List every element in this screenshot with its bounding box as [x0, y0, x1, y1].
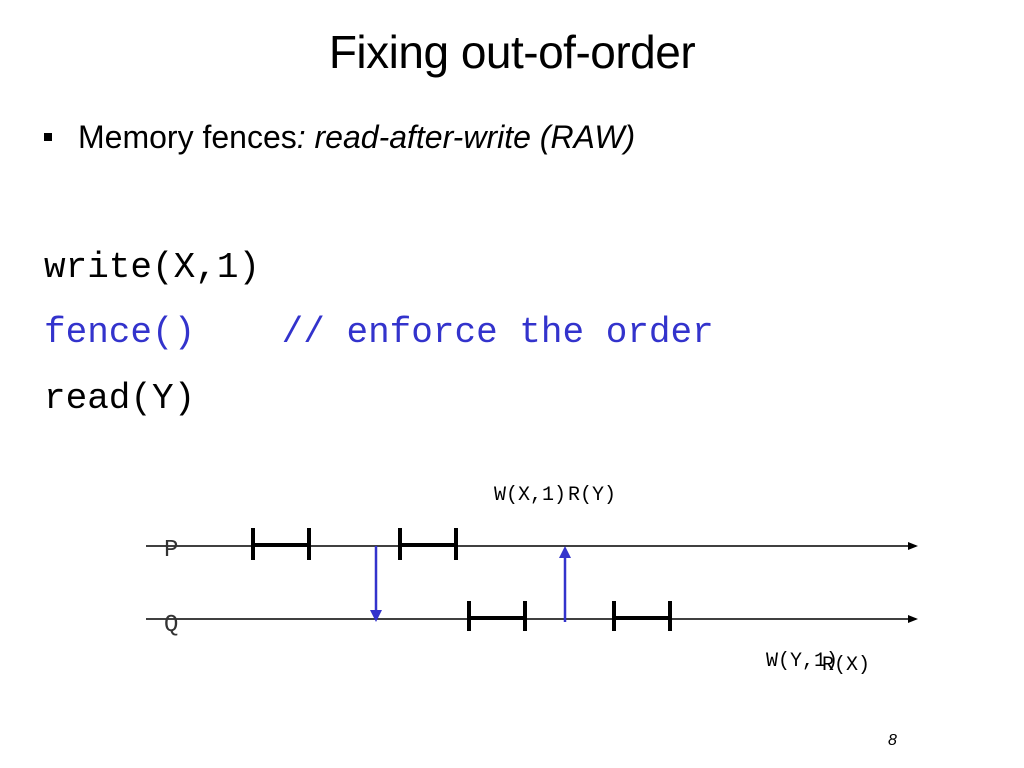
code-line-fence: fence() // enforce the order: [44, 308, 714, 358]
label-q-read: R(X): [822, 654, 870, 677]
lane-label-q: Q: [164, 612, 178, 639]
label-q-write: W(Y,1): [766, 650, 838, 673]
code-fence-comment: // enforce the order: [281, 312, 714, 353]
blue-arrow-up: [559, 546, 571, 622]
label-p-write: W(X,1): [494, 484, 566, 507]
code-fence-call: fence(): [44, 312, 196, 353]
p-op-read-interval: [398, 528, 458, 560]
code-line-write: write(X,1): [44, 247, 261, 288]
blue-arrow-down: [370, 546, 382, 622]
timeline-p-arrowhead-icon: [908, 542, 918, 550]
lane-label-p: P: [164, 537, 178, 564]
q-op-write-interval: [467, 601, 527, 631]
label-p-read: R(Y): [568, 484, 616, 507]
square-bullet-icon: [44, 132, 52, 141]
q-op-read-interval: [612, 601, 672, 631]
page-number: 8: [888, 732, 897, 749]
p-op-write-interval: [251, 528, 311, 560]
bullet-italic-text: : read-after-write (RAW): [296, 119, 636, 155]
bullet-memory-fences: Memory fences: read-after-write (RAW): [44, 112, 635, 162]
timeline-q-arrowhead-icon: [908, 615, 918, 623]
code-line-read: read(Y): [44, 378, 196, 419]
bullet-text: Memory fences: [78, 119, 297, 155]
slide-title: Fixing out-of-order: [328, 26, 696, 78]
